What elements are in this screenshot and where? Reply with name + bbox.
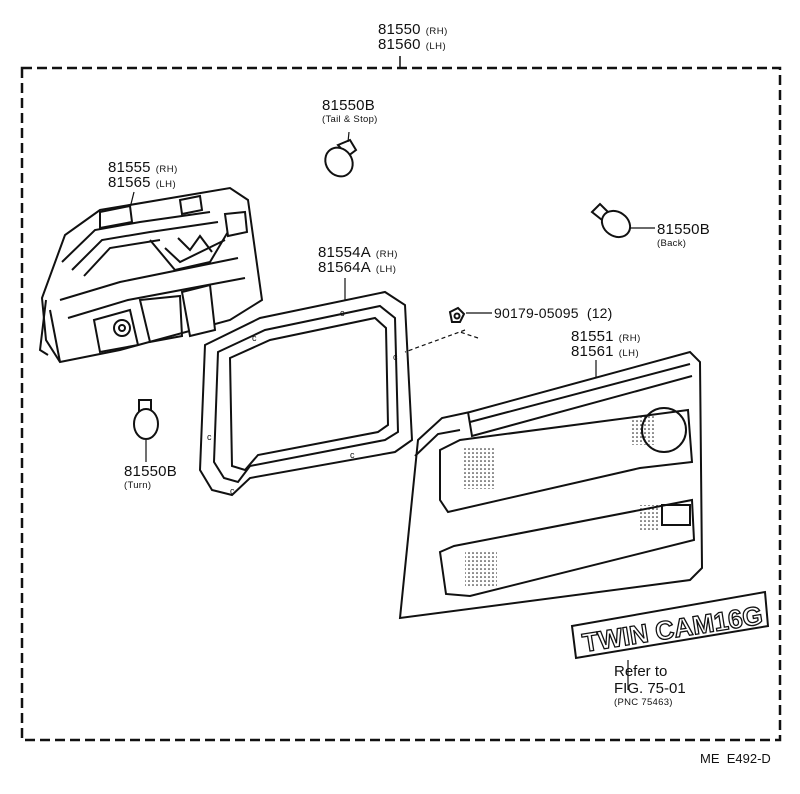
socket-lh-number: 81565 <box>108 174 151 191</box>
nut <box>448 306 492 323</box>
gasket-rh-side: (RH) <box>375 249 398 260</box>
bulb-tail-note: (Tail & Stop) <box>322 114 378 125</box>
nut-guide-dashed <box>404 329 479 353</box>
svg-text:c: c <box>230 486 235 496</box>
gasket-part-label: 81554A (RH) 81564A (LH) <box>318 245 398 275</box>
reference-line1: Refer to <box>614 663 668 680</box>
nut-part-label: 90179-05095 (12) <box>494 306 613 320</box>
lens-lh-number: 81561 <box>571 343 614 360</box>
gasket-lh-number: 81564A <box>318 259 371 276</box>
assembly-lh-side: (LH) <box>425 41 447 52</box>
bulb-turn-note: (Turn) <box>124 480 152 491</box>
lens-gasket: c c c c c c <box>198 278 414 497</box>
lens-lh-side: (LH) <box>618 348 640 359</box>
bulb-tail-stop <box>324 131 358 178</box>
bulb-turn-number: 81550B <box>124 463 177 480</box>
lens-part-label: 81551 (RH) 81561 (LH) <box>571 329 641 359</box>
assembly-boundary-frame <box>20 66 782 742</box>
lens-rh-side: (RH) <box>618 333 641 344</box>
bulb-back <box>590 202 655 239</box>
bulb-turn <box>133 399 159 462</box>
svg-text:c: c <box>207 432 212 442</box>
bulb-back-number: 81550B <box>657 221 710 238</box>
figure-code: ME E492-D <box>700 751 771 766</box>
gasket-rh-number: 81554A <box>318 244 371 261</box>
bulb-tail-number: 81550B <box>322 97 375 114</box>
gasket-lh-side: (LH) <box>375 264 397 275</box>
bulb-tail-label: 81550B (Tail & Stop) <box>322 98 378 125</box>
nut-number: 90179-05095 <box>494 305 579 321</box>
socket-rh-side: (RH) <box>155 164 178 175</box>
socket-lh-side: (LH) <box>155 179 177 190</box>
bulb-back-label: 81550B (Back) <box>657 222 710 249</box>
svg-text:c: c <box>393 352 398 362</box>
assembly-rh-number: 81550 <box>378 21 421 38</box>
bulb-turn-label: 81550B (Turn) <box>124 464 177 491</box>
rear-combination-lens <box>398 350 704 620</box>
assembly-part-label: 81550 (RH) 81560 (LH) <box>378 22 448 52</box>
socket-rh-number: 81555 <box>108 159 151 176</box>
assembly-rh-side: (RH) <box>425 26 448 37</box>
socket-part-label: 81555 (RH) 81565 (LH) <box>108 160 178 190</box>
reference-line2: FIG. 75-01 <box>614 680 686 697</box>
reference-line3: (PNC 75463) <box>614 697 673 708</box>
svg-text:c: c <box>340 308 345 318</box>
svg-text:c: c <box>350 450 355 460</box>
bulb-back-note: (Back) <box>657 238 687 249</box>
socket-wire-assembly <box>38 186 264 364</box>
svg-text:c: c <box>252 333 257 343</box>
nut-qty: (12) <box>586 305 613 321</box>
reference-label: Refer to FIG. 75-01 (PNC 75463) <box>614 664 686 708</box>
lens-rh-number: 81551 <box>571 328 614 345</box>
assembly-lh-number: 81560 <box>378 36 421 53</box>
